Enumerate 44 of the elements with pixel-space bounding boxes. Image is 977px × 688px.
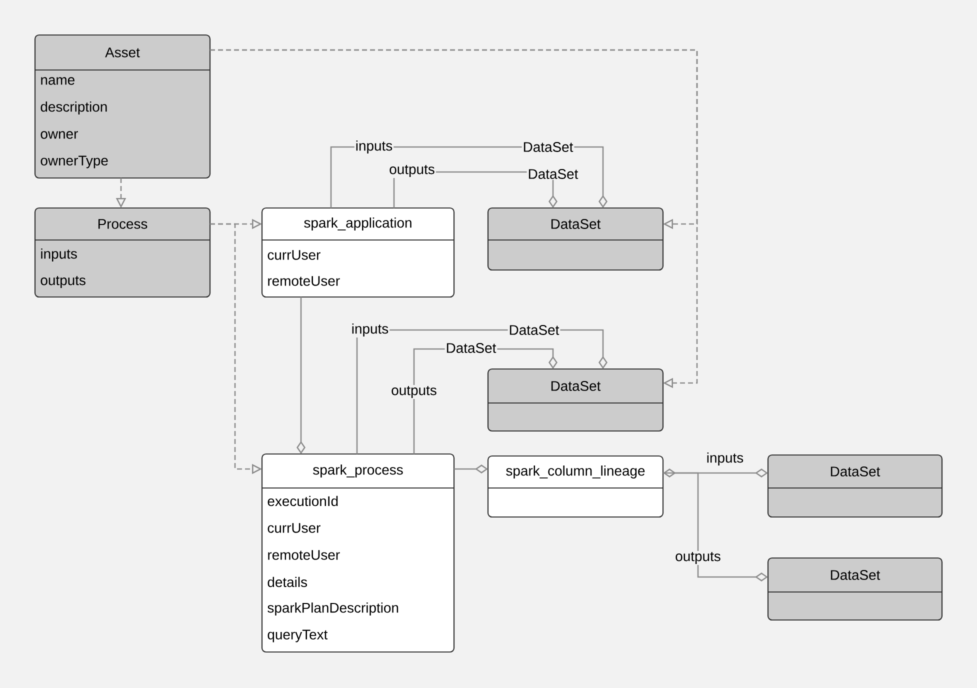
attribute: executionId [268,496,338,506]
role-label: DataSet [444,342,498,354]
edge-label: outputs [388,164,436,178]
role-label: DataSet [508,324,560,336]
attribute: name [41,77,74,85]
attribute: queryText [268,630,328,642]
class-box [261,207,455,298]
class-name: spark_column_lineage [506,466,645,478]
role-label: DataSet [526,168,580,180]
attribute: currUser [268,250,320,260]
edge-label: inputs [354,140,394,154]
class-name: DataSet [830,570,880,580]
class-box [34,34,211,179]
attribute: remoteUser [268,276,340,286]
generalization-arrow [210,49,698,388]
edge-label: inputs [705,452,745,466]
role-label: DataSet [522,141,574,153]
attribute: currUser [268,523,320,533]
class-box [767,454,943,518]
attribute: details [268,576,307,588]
attribute: sparkPlanDescription [268,602,398,616]
attribute: owner [40,131,78,139]
class-name: spark_application [304,218,412,230]
edge-label: outputs [390,385,438,399]
class-name: DataSet [551,381,601,391]
class-name: Process [98,219,148,229]
attribute: ownerType [40,156,108,168]
class-box [487,207,664,271]
class-name: spark_process [313,464,403,478]
class-box [34,207,211,298]
class-box [487,455,664,518]
class-name: DataSet [551,219,601,229]
attribute: inputs [41,248,77,262]
attribute: description [40,102,107,114]
class-box [487,368,664,432]
attribute: outputs [40,276,86,288]
edge-label: outputs [674,551,722,565]
attribute: remoteUser [268,550,340,560]
class-box [767,557,943,621]
class-name: Asset [105,48,140,58]
class-name: DataSet [830,466,880,476]
aggregation-line [454,464,488,474]
class-box [261,453,455,653]
edge-label: inputs [350,322,390,338]
